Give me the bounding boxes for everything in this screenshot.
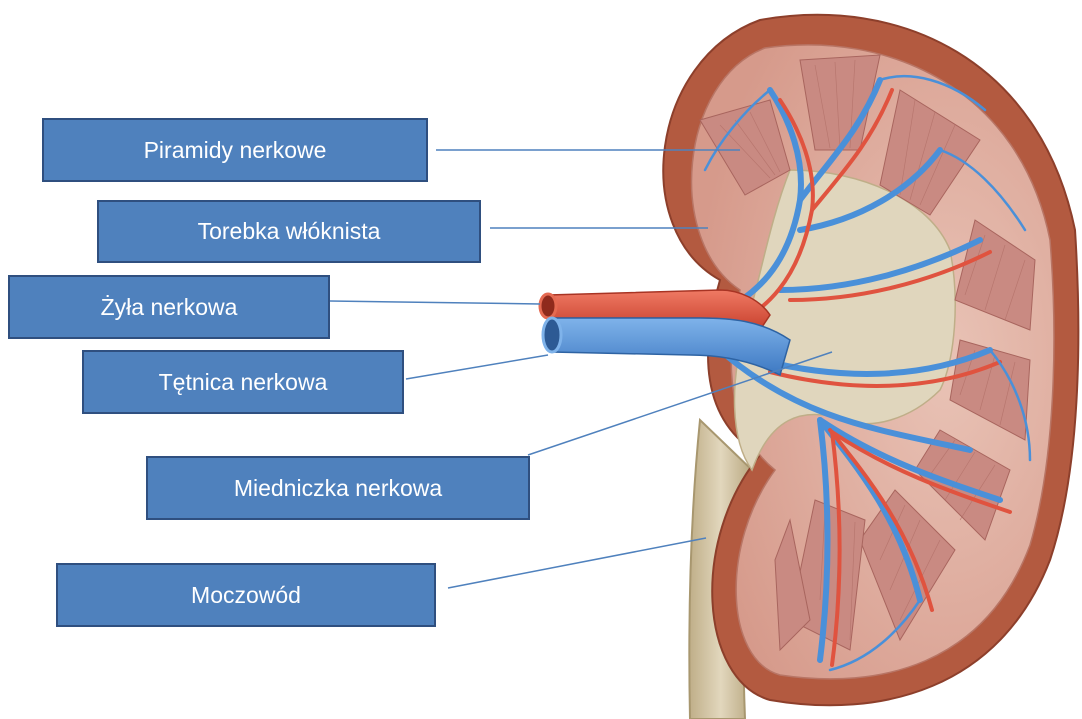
leader-line-zyla [330,301,540,304]
label-tetnica-nerkowa: Tętnica nerkowa [82,350,404,414]
label-piramidy-nerkowe: Piramidy nerkowe [42,118,428,182]
label-text: Piramidy nerkowe [144,137,327,164]
label-torebka-wloknista: Torebka włóknista [97,200,481,263]
label-moczowod: Moczowód [56,563,436,627]
leader-line-moczowod [448,538,706,588]
label-text: Miedniczka nerkowa [234,475,442,502]
label-zyla-nerkowa: Żyła nerkowa [8,275,330,339]
label-text: Żyła nerkowa [101,294,238,321]
label-text: Torebka włóknista [198,218,381,245]
label-miedniczka-nerkowa: Miedniczka nerkowa [146,456,530,520]
leader-line-tetnica [406,355,548,379]
label-text: Moczowód [191,582,301,609]
label-text: Tętnica nerkowa [159,369,328,396]
